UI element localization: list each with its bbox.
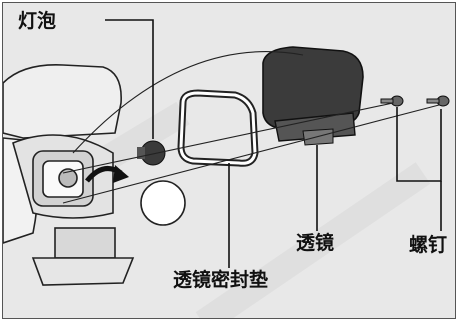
bulb-part: [137, 140, 166, 166]
bulb-label: 灯泡: [18, 10, 57, 32]
leader-lines: [105, 19, 442, 268]
gasket-part: [177, 89, 259, 167]
rotate-arrowhead: [113, 165, 129, 183]
illustration: [3, 19, 450, 318]
diagram-frame: 灯泡 透镜 螺钉 透镜密封垫: [2, 2, 456, 319]
screw-parts: [380, 95, 450, 107]
lens-ball: [140, 180, 186, 226]
gasket-label: 透镜密封垫: [173, 269, 269, 291]
alignment-lines: [62, 51, 440, 204]
motorcycle-rear: [3, 64, 135, 286]
screw-label: 螺钉: [409, 234, 448, 256]
lens-cover: [262, 46, 364, 146]
lens-label: 透镜: [296, 232, 335, 254]
